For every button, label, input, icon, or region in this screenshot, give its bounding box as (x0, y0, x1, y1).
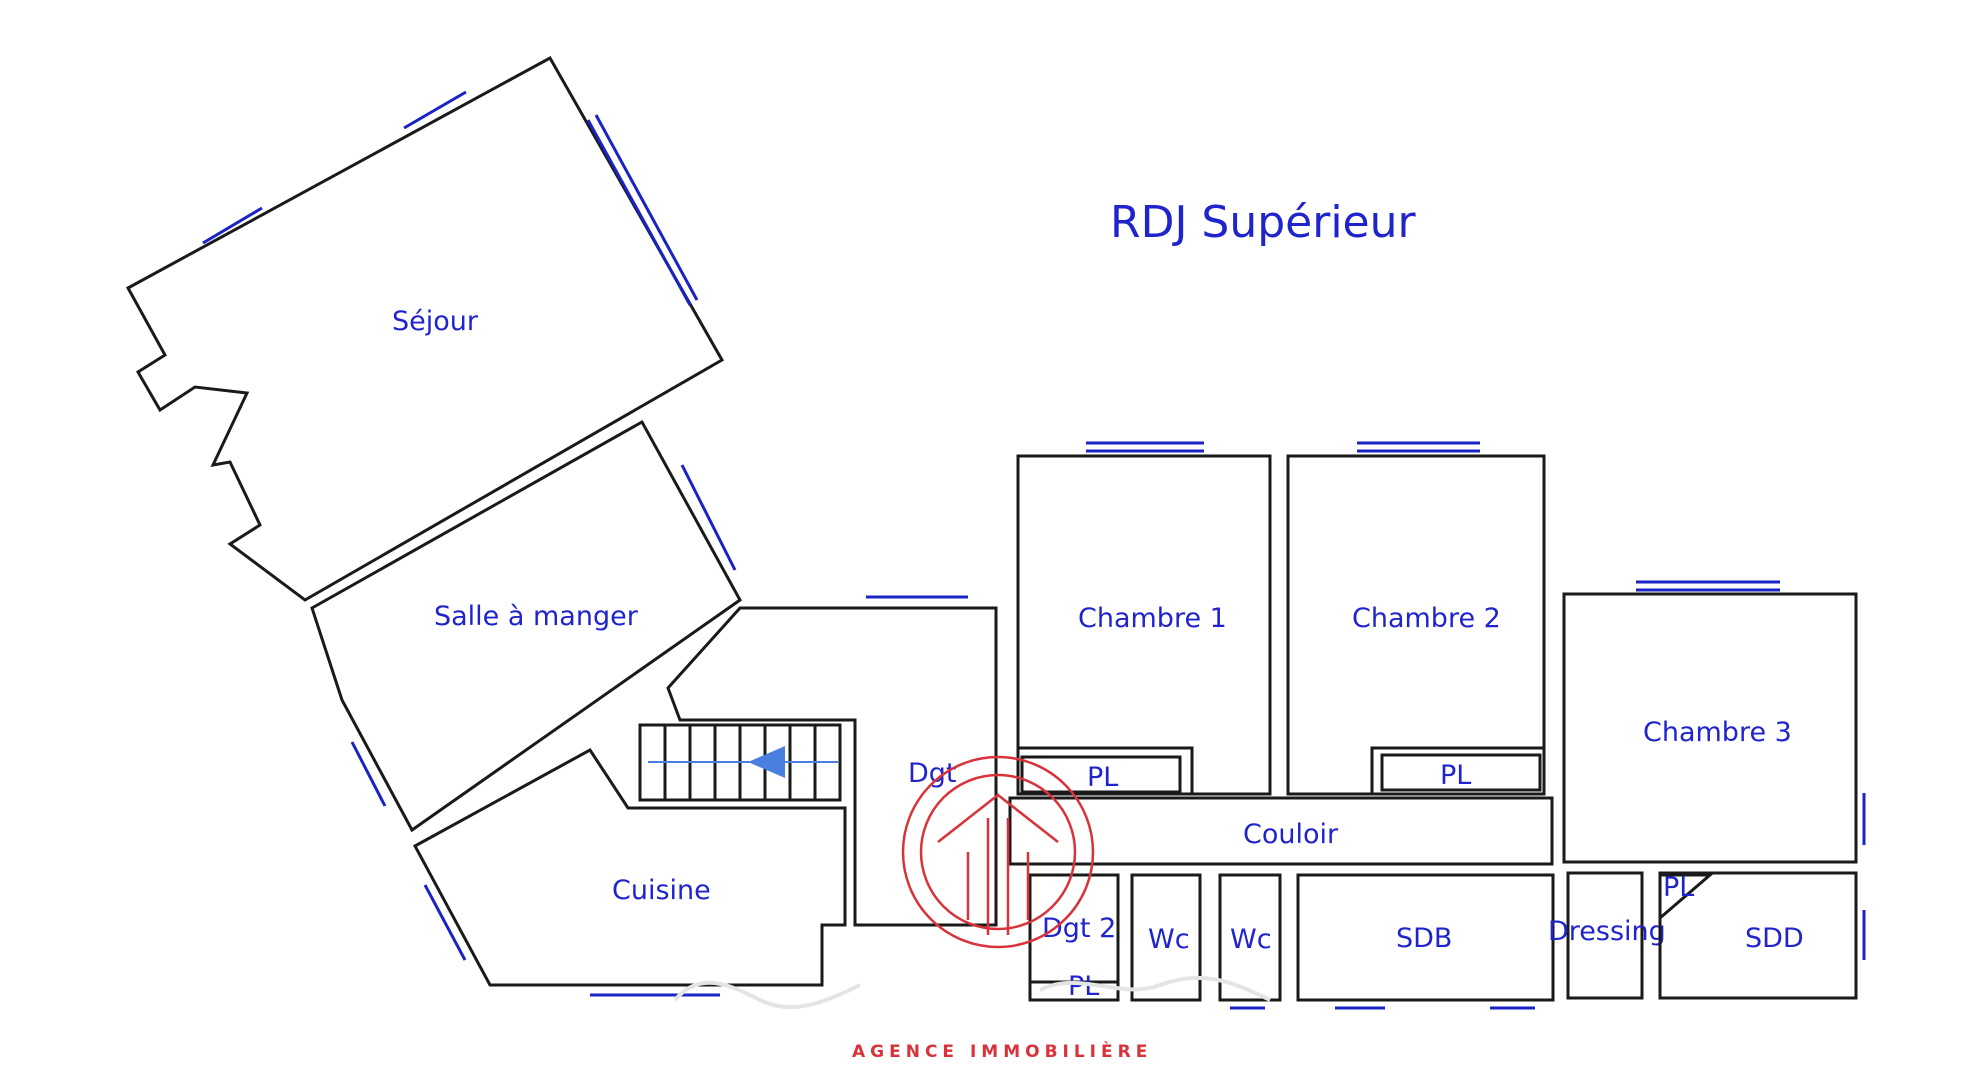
closet-pl-2: PL (1370, 746, 1546, 796)
label-chambre-3: Chambre 3 (1643, 717, 1792, 748)
window (594, 114, 699, 301)
window (586, 119, 692, 306)
label-chambre-2: Chambre 2 (1352, 603, 1501, 634)
label-pl-1: PL (1087, 762, 1118, 793)
stair-arrow-icon (748, 746, 785, 778)
room-dressing: Dressing (1548, 871, 1666, 1000)
label-sejour: Séjour (392, 306, 479, 337)
label-pl-4: PL (1663, 872, 1694, 903)
label-pl-2: PL (1440, 760, 1471, 791)
label-cuisine: Cuisine (612, 875, 711, 906)
closet-pl-1: PL (1016, 746, 1194, 796)
plan-title: RDJ Supérieur (1110, 197, 1417, 248)
room-sdd: PL SDD (1658, 871, 1866, 1000)
signature-watermark (673, 975, 1271, 1010)
window (350, 741, 387, 807)
window (403, 90, 467, 130)
room-wc-1: Wc (1130, 873, 1202, 1002)
room-chambre-1: Chambre 1 (1016, 441, 1272, 796)
room-sdb: SDB (1296, 873, 1555, 1010)
window (202, 206, 263, 245)
agency-tagline: AGENCE IMMOBILIÈRE (852, 1040, 1152, 1062)
label-dressing: Dressing (1548, 916, 1666, 947)
room-cuisine: Cuisine (412, 748, 847, 997)
room-chambre-3: Chambre 3 (1562, 580, 1866, 864)
label-sdb: SDB (1396, 923, 1452, 954)
label-sdd: SDD (1745, 923, 1804, 954)
label-wc-1: Wc (1148, 924, 1190, 955)
label-wc-2: Wc (1230, 924, 1272, 955)
label-couloir: Couloir (1243, 819, 1339, 850)
room-couloir: Couloir (1008, 796, 1554, 866)
room-chambre-2: Chambre 2 (1286, 441, 1546, 796)
room-salle-a-manger: Salle à manger (310, 419, 742, 833)
label-salle-a-manger: Salle à manger (434, 601, 639, 632)
room-sejour: Séjour (125, 55, 725, 602)
staircase (638, 723, 842, 802)
agency-logo: AGENCE IMMOBILIÈRE (852, 755, 1152, 1062)
window (423, 884, 467, 961)
room-wc-2: Wc (1218, 873, 1282, 1010)
label-chambre-1: Chambre 1 (1078, 603, 1227, 634)
window (680, 464, 737, 571)
